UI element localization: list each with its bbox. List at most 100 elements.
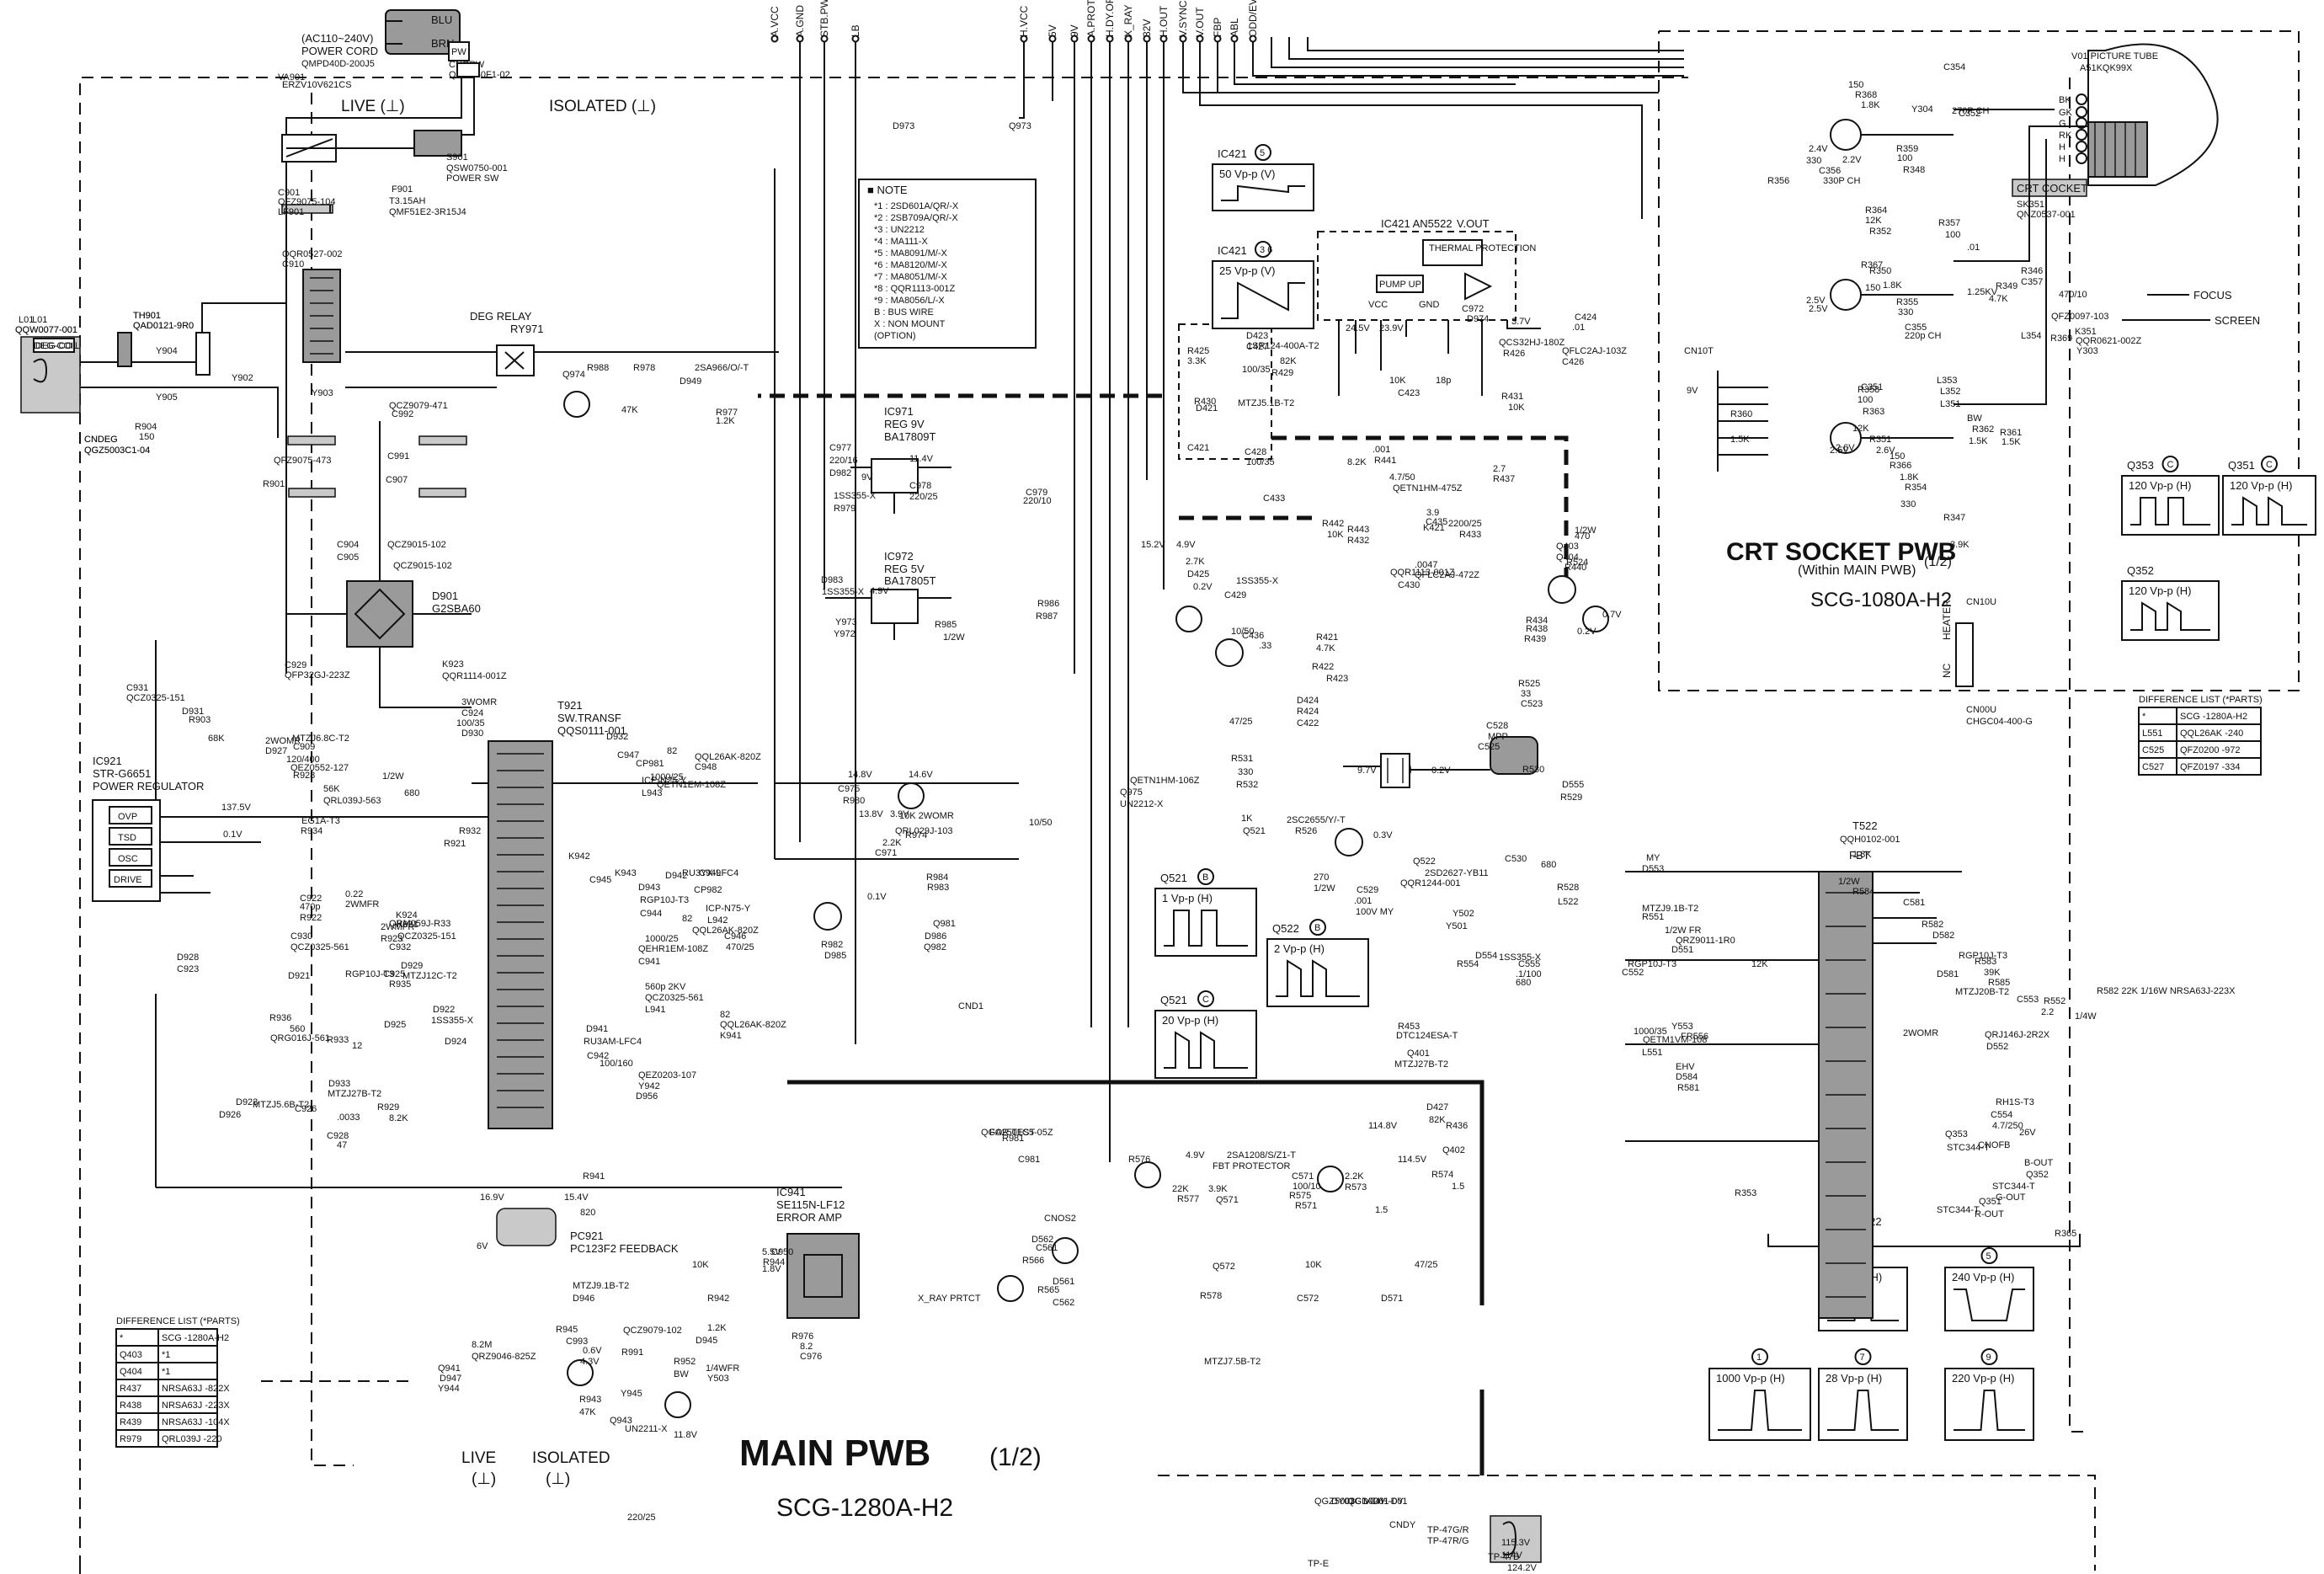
component-ref: 12K <box>1751 959 1768 969</box>
difference-list-value: QRL039J -220 <box>162 1434 222 1444</box>
component-ref: B-OUT <box>2024 1158 2054 1168</box>
waveform-panel: 220 Vp-p (H)9 <box>1944 1348 2034 1441</box>
crt-pin-label-gk: GK <box>2059 108 2073 118</box>
component-ref: R991 <box>621 1347 643 1358</box>
component-ref: R942 <box>707 1294 729 1304</box>
component-ref: R929 <box>377 1102 399 1112</box>
component-ref: QRL039J-563 <box>323 796 381 806</box>
component-ref: QETN1HM-106Z <box>1130 776 1200 786</box>
component-ref: C428 <box>1245 447 1266 457</box>
component-ref: D423 <box>1246 331 1268 341</box>
component-ref: 2SD2627-YB11 <box>1425 868 1489 878</box>
h-drive-t501 <box>1380 753 1410 788</box>
waveform-amplitude: 1000 Vp-p (H) <box>1716 1372 1785 1385</box>
waveform-amplitude: 1 Vp-p (H) <box>1162 892 1213 904</box>
component-ref: 1.8K <box>1900 472 1919 483</box>
waveform-trace <box>1954 1390 2025 1431</box>
crt-pin-label-bk: BK <box>2059 95 2071 105</box>
component-ref: QCZ9015-102 <box>387 540 446 550</box>
component-ref: QCZ9079-471 <box>389 401 448 411</box>
component-ref: ERZV10V621CS <box>282 80 352 90</box>
component-ref: 1/2W FR <box>1665 926 1701 936</box>
component-ref: 3WOMR <box>461 697 497 707</box>
component-ref: 2WMFR <box>345 899 379 910</box>
component-ref: QAD0121-9R0 <box>133 321 194 331</box>
transistor-q401 <box>1215 638 1244 667</box>
component-ref: R348 <box>1903 165 1925 175</box>
component-ref: 1SS355-X <box>822 587 865 597</box>
plug-blu-label: BLU <box>431 13 452 26</box>
component-ref: R978 <box>633 363 655 373</box>
d901-label: D901 <box>432 590 458 602</box>
component-ref: 47/25 <box>1229 717 1253 727</box>
component-ref: QCZ9079-102 <box>623 1326 682 1336</box>
component-ref: C423 <box>1398 388 1420 398</box>
component-ref: C924 <box>461 708 483 718</box>
component-ref: D425 <box>1187 569 1209 579</box>
component-ref: Q973 <box>1009 121 1031 131</box>
transistor-q975 <box>813 902 842 931</box>
transistor-q571 <box>1317 1166 1344 1193</box>
voltage-readout: 2.5V <box>1809 304 1828 314</box>
component-ref: C948 <box>695 762 717 772</box>
signal-label-v-out: V.OUT <box>1194 7 1206 37</box>
component-ref: MTZJ27B-T2 <box>328 1089 381 1099</box>
component-ref: 82K <box>1280 356 1297 366</box>
component-ref: C944 <box>640 909 662 919</box>
component-ref: R425 <box>1187 346 1209 356</box>
voltage-readout: 0.6V <box>583 1346 602 1356</box>
component-ref: EG1A-T3 <box>301 816 340 826</box>
component-ref: 120/400 <box>286 755 320 765</box>
crt-pin <box>2076 106 2087 118</box>
component-ref: QMF51E2-3R15J4 <box>389 207 466 217</box>
component-ref: 47K <box>579 1407 596 1417</box>
component-ref: C529 <box>1357 885 1378 895</box>
component-ref: R565 <box>1037 1285 1059 1295</box>
ic921-label: IC921 <box>93 755 122 767</box>
waveform-amplitude: 120 Vp-p (H) <box>2230 479 2292 492</box>
component-ref: Q401 <box>1407 1048 1430 1059</box>
component-ref: R934 <box>301 826 322 836</box>
component-ref: R453 <box>1398 1022 1420 1032</box>
component-ref: 1/4WFR <box>706 1363 739 1374</box>
difference-list-value: QQL26AK -240 <box>2180 728 2243 739</box>
component-ref: R369 <box>2050 333 2072 344</box>
component-ref: Y553 <box>1671 1022 1693 1032</box>
th901-label: TH901 <box>133 311 161 321</box>
component-ref: R941 <box>583 1171 605 1182</box>
component-ref: Y942 <box>638 1081 660 1091</box>
component-ref: 12K <box>1865 216 1882 226</box>
component-ref: D555 <box>1562 780 1584 790</box>
component-ref: R532 <box>1236 780 1258 790</box>
signal-terminal <box>1249 35 1257 43</box>
component-ref: .0033 <box>337 1112 360 1123</box>
component-ref: D949 <box>680 376 701 387</box>
waveform-pin: 9 <box>1986 1353 1991 1363</box>
component-ref: 1/2W <box>382 771 404 782</box>
ic941-label: IC941 <box>776 1186 806 1198</box>
note-item: B : BUS WIRE <box>874 307 934 317</box>
component-ref: QCZ0325-151 <box>126 693 185 703</box>
crt-pin-label-rk: RK <box>2059 131 2072 141</box>
waveform-panel: 120 Vp-p (H)Q352 <box>2121 564 2220 641</box>
component-ref: CNOS2 <box>1044 1214 1076 1224</box>
component-ref: D931 <box>182 707 204 717</box>
component-ref: 124.2V <box>1507 1563 1538 1573</box>
component-ref: D932 <box>606 732 628 742</box>
component-ref: 150 <box>1848 80 1863 90</box>
waveform-trace <box>1276 959 1360 997</box>
component-ref: 12K <box>1852 424 1869 434</box>
voltage-readout: 15.2V <box>1141 540 1165 550</box>
component-ref: R364 <box>1865 205 1887 216</box>
component-ref: STC344-T <box>1992 1182 2035 1192</box>
component-ref: DY01 <box>1331 1497 1355 1507</box>
component-ref: C555 <box>1518 959 1540 969</box>
component-ref: R438 <box>1526 624 1548 634</box>
component-ref: R983 <box>927 883 949 893</box>
component-ref: D427 <box>1426 1102 1448 1112</box>
component-ref: CP982 <box>694 885 722 895</box>
waveform-source: Q521 <box>1160 994 1187 1006</box>
component-ref: R437 <box>1493 474 1515 484</box>
t921-func: SW.TRANSF <box>557 712 621 724</box>
component-ref: Y973 <box>835 617 857 627</box>
